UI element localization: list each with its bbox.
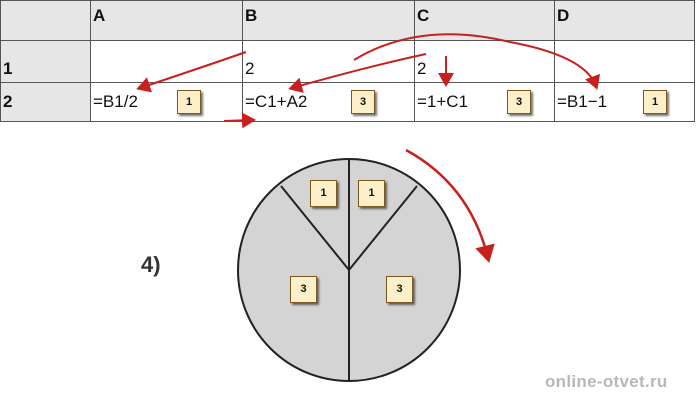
pie-slice-badge-right: 3 xyxy=(386,276,413,303)
row-header-2[interactable]: 2 xyxy=(0,82,91,122)
cell-a2[interactable]: =B1/2 1 xyxy=(90,82,243,122)
spreadsheet-grid: A B C D 1 2 2 2 =B1/2 1 =C1+A2 3 =1+C1 3… xyxy=(0,0,695,122)
pie-slice-badge-top-left: 1 xyxy=(310,180,337,207)
table-row: 2 =B1/2 1 =C1+A2 3 =1+C1 3 =B1−1 1 xyxy=(0,82,695,122)
column-header-b[interactable]: B xyxy=(242,0,415,41)
column-header-d[interactable]: D xyxy=(554,0,695,41)
cell-a2-result-badge: 1 xyxy=(177,90,201,114)
cell-b1[interactable]: 2 xyxy=(242,40,415,83)
cell-b2-formula: =C1+A2 xyxy=(245,92,308,111)
pie-slice-badge-top-right: 1 xyxy=(358,180,385,207)
cell-c2-result-badge: 3 xyxy=(507,90,531,114)
cell-a2-formula: =B1/2 xyxy=(93,92,138,111)
pie-divider-right xyxy=(348,185,418,271)
cell-d1[interactable] xyxy=(554,40,695,83)
arrow-b1-to-d2 xyxy=(353,33,601,90)
pie-divider-left xyxy=(280,185,350,271)
pie-slice-badge-left: 3 xyxy=(290,276,317,303)
arrow-a2-to-b2 xyxy=(223,112,256,129)
cell-b2-result-badge: 3 xyxy=(351,90,375,114)
cell-d2-result-badge: 1 xyxy=(643,90,667,114)
pie-figure xyxy=(237,158,461,382)
corner-cell[interactable] xyxy=(0,0,91,41)
cell-c2-formula: =1+C1 xyxy=(417,92,469,111)
cell-d2-formula: =B1−1 xyxy=(557,92,608,111)
figure-option-label: 4) xyxy=(141,252,161,277)
cell-b2[interactable]: =C1+A2 3 xyxy=(242,82,415,122)
rotation-arrow xyxy=(405,148,495,263)
arrow-c1-to-b2 xyxy=(288,53,427,93)
cell-d2[interactable]: =B1−1 1 xyxy=(554,82,695,122)
arrow-b1-to-a2 xyxy=(136,51,247,93)
watermark: online-otvet.ru xyxy=(545,372,668,391)
